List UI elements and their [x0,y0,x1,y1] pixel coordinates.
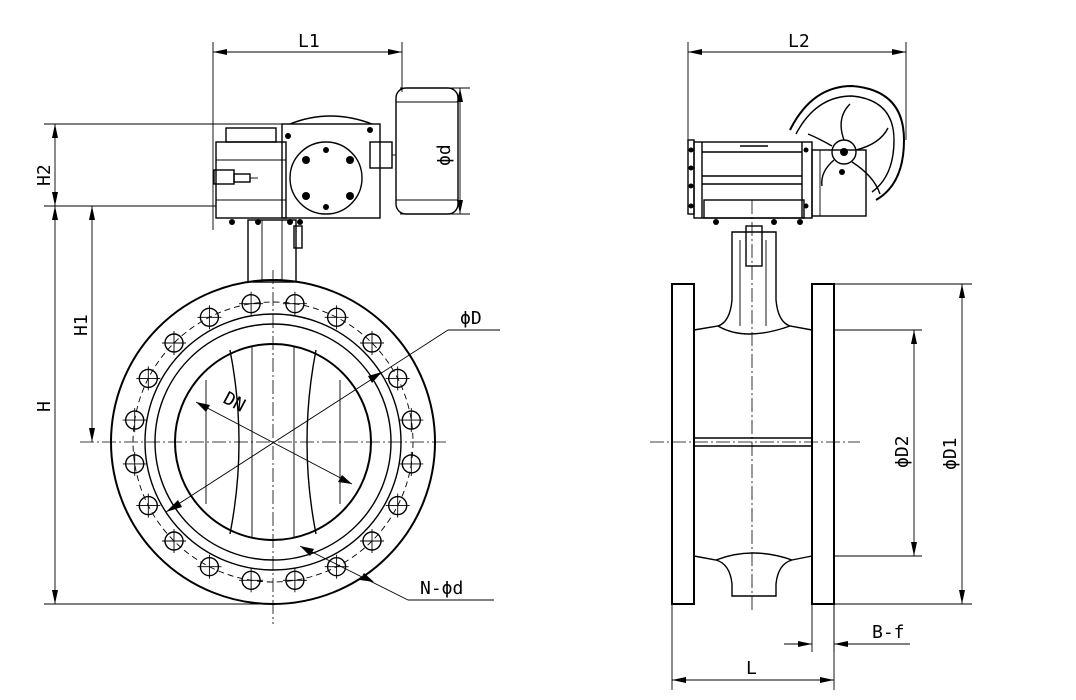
label-N-phi-d: N-ϕd [420,578,463,599]
dim-H2: H2 [34,123,286,207]
dim-L2: L2 [687,31,907,140]
front-view: L1 ϕd H2 H [34,31,500,624]
bolt-pitch-circle [132,301,414,583]
bore-circle [174,343,372,541]
dim-phi-D2: ϕD2 [834,329,922,557]
label-phi-D1: ϕD1 [940,437,961,470]
label-B-f: B-f [872,622,905,643]
stem-neck [247,219,303,283]
label-H2: H2 [34,164,55,186]
flange-ring-circle [144,313,402,571]
dim-phi-D: ϕD [165,308,500,513]
label-L2: L2 [788,31,810,52]
side-body [693,225,813,597]
dim-N-phi-d: N-ϕd [299,545,494,601]
dim-L1: L1 [212,31,403,230]
flange [110,279,436,605]
side-right-flange [811,283,835,605]
flange-ring-inner-circle [154,323,392,561]
gearbox-side [687,139,867,225]
dim-handwheel-diameter: ϕd [400,87,470,215]
dim-B-f: B-f [784,604,910,652]
side-view: L2 ϕD1 ϕD2 B-f [650,31,972,690]
bolt-holes [122,291,424,593]
dim-H1: H1 [71,205,216,442]
dim-phi-D1: ϕD1 [834,283,972,605]
dim-DN: DN [195,388,353,485]
label-L: L [746,658,757,679]
label-H: H [34,401,55,412]
handwheel-side [789,84,906,201]
label-phi-D2: ϕD2 [892,435,913,468]
side-left-flange [671,283,695,605]
dim-L: L [671,604,835,690]
valve-disc [205,346,341,538]
label-phi-D: ϕD [460,308,482,329]
label-handwheel-diameter: ϕd [434,144,455,166]
label-DN: DN [220,388,249,417]
gearbox-front [213,115,396,225]
label-L1: L1 [298,31,320,52]
label-H1: H1 [71,314,92,336]
dim-H: H [34,206,273,605]
